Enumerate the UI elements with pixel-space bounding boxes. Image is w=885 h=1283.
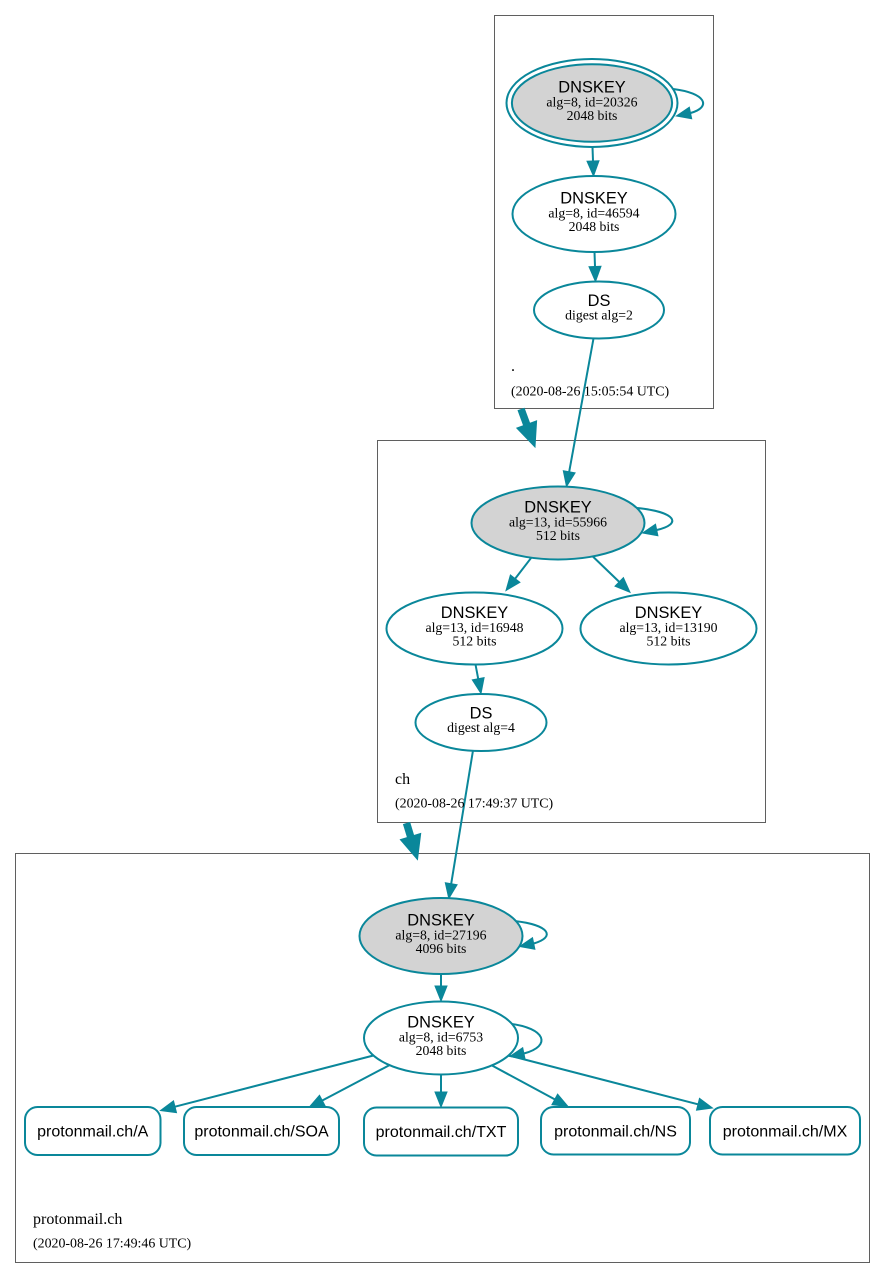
svg-text:protonmail.ch/TXT: protonmail.ch/TXT (376, 1124, 507, 1141)
svg-text:.: . (511, 358, 515, 375)
svg-text:512 bits: 512 bits (536, 528, 580, 543)
svg-text:alg=13, id=55966: alg=13, id=55966 (509, 515, 607, 530)
svg-text:(2020-08-26 15:05:54 UTC): (2020-08-26 15:05:54 UTC) (511, 385, 670, 400)
svg-text:protonmail.ch: protonmail.ch (33, 1211, 122, 1228)
svg-text:DNSKEY: DNSKEY (407, 1014, 474, 1032)
svg-text:(2020-08-26 17:49:46 UTC): (2020-08-26 17:49:46 UTC) (33, 1237, 192, 1252)
svg-text:alg=8, id=20326: alg=8, id=20326 (546, 95, 637, 110)
svg-text:DS: DS (470, 705, 493, 723)
svg-text:alg=8, id=6753: alg=8, id=6753 (399, 1030, 483, 1045)
svg-text:DNSKEY: DNSKEY (524, 499, 591, 517)
svg-text:alg=8, id=27196: alg=8, id=27196 (395, 928, 486, 943)
svg-text:512 bits: 512 bits (647, 633, 691, 648)
svg-text:alg=13, id=16948: alg=13, id=16948 (425, 620, 523, 635)
svg-text:4096 bits: 4096 bits (416, 941, 467, 956)
svg-text:alg=13, id=13190: alg=13, id=13190 (619, 620, 717, 635)
svg-text:digest alg=2: digest alg=2 (565, 308, 633, 323)
svg-text:protonmail.ch/NS: protonmail.ch/NS (554, 1123, 677, 1140)
svg-text:protonmail.ch/A: protonmail.ch/A (37, 1124, 148, 1141)
svg-text:protonmail.ch/SOA: protonmail.ch/SOA (194, 1124, 329, 1141)
svg-text:DNSKEY: DNSKEY (407, 912, 474, 930)
svg-text:2048 bits: 2048 bits (416, 1043, 467, 1058)
svg-text:DNSKEY: DNSKEY (560, 190, 627, 208)
svg-text:2048 bits: 2048 bits (569, 219, 620, 234)
svg-text:alg=8, id=46594: alg=8, id=46594 (548, 206, 639, 221)
svg-text:DS: DS (588, 292, 611, 310)
svg-text:DNSKEY: DNSKEY (558, 79, 625, 97)
svg-text:ch: ch (395, 771, 410, 788)
svg-text:DNSKEY: DNSKEY (635, 604, 702, 622)
svg-text:DNSKEY: DNSKEY (441, 604, 508, 622)
svg-text:512 bits: 512 bits (453, 633, 497, 648)
svg-text:protonmail.ch/MX: protonmail.ch/MX (723, 1123, 848, 1140)
svg-text:2048 bits: 2048 bits (567, 108, 618, 123)
svg-text:(2020-08-26 17:49:37 UTC): (2020-08-26 17:49:37 UTC) (395, 797, 554, 812)
svg-text:digest alg=4: digest alg=4 (447, 720, 515, 735)
